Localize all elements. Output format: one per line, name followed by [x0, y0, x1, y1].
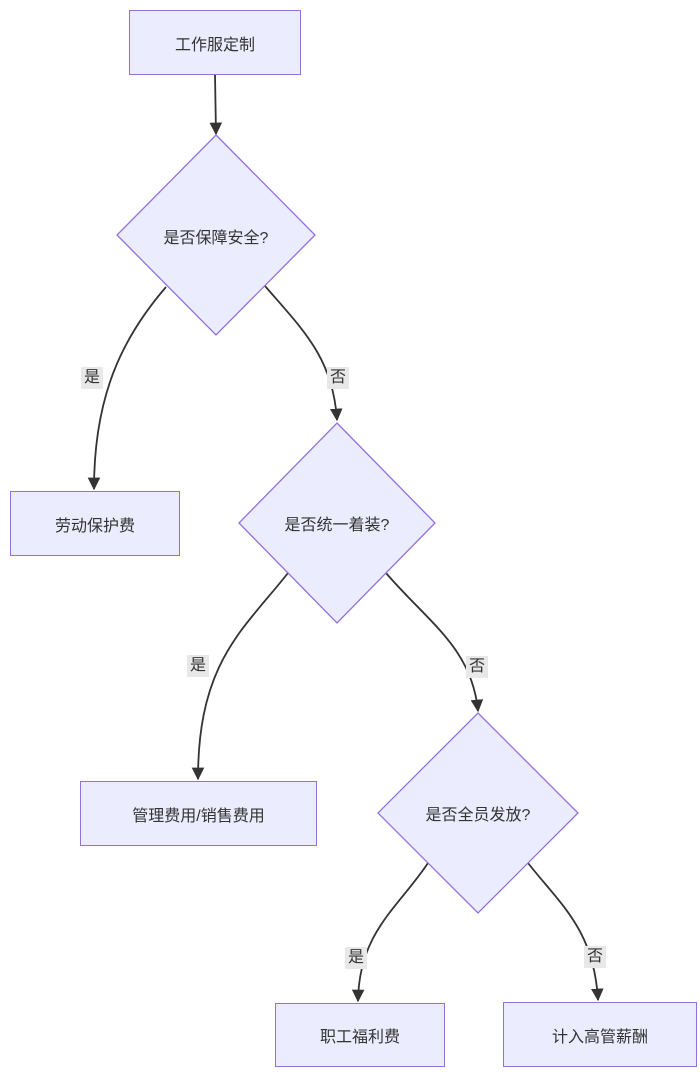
node-labor-protection-fee: 劳动保护费	[10, 491, 180, 556]
decision-diamond-all-staff	[377, 712, 579, 914]
edge-label-no-safety: 否	[326, 367, 350, 389]
edge-label-no-allstaff: 否	[583, 946, 607, 968]
decision-diamond-safety	[116, 134, 316, 336]
edge-start-to-safety-question	[209, 74, 223, 136]
node-label: 计入高管薪酬	[551, 1028, 648, 1046]
node-work-uniform-custom: 工作服定制	[129, 10, 301, 75]
edge-label-yes-safety: 是	[80, 367, 104, 389]
edge-safety-no-to-uniform-question	[264, 285, 343, 422]
edge-label-no-uniform: 否	[465, 656, 489, 678]
node-label: 工作服定制	[174, 36, 255, 54]
edge-label-yes-allstaff: 是	[344, 947, 368, 969]
decision-diamond-uniform	[238, 422, 436, 624]
node-label: 管理费用/销售费用	[132, 807, 265, 825]
edge-allstaff-no-to-exec-comp	[527, 862, 604, 1002]
edge-safety-yes-to-labor-fee	[87, 286, 167, 491]
node-executive-compensation: 计入高管薪酬	[503, 1002, 697, 1067]
edge-uniform-yes-to-admin-sales	[191, 572, 289, 781]
edge-label-yes-uniform: 是	[186, 655, 210, 677]
node-admin-sales-expense: 管理费用/销售费用	[80, 781, 317, 846]
node-label: 职工福利费	[319, 1029, 400, 1046]
node-staff-welfare-fee: 职工福利费	[275, 1003, 445, 1067]
edge-allstaff-yes-to-welfare-fee	[351, 862, 429, 1003]
node-label: 劳动保护费	[54, 517, 135, 535]
edge-uniform-no-to-allstaff-question	[385, 572, 484, 713]
